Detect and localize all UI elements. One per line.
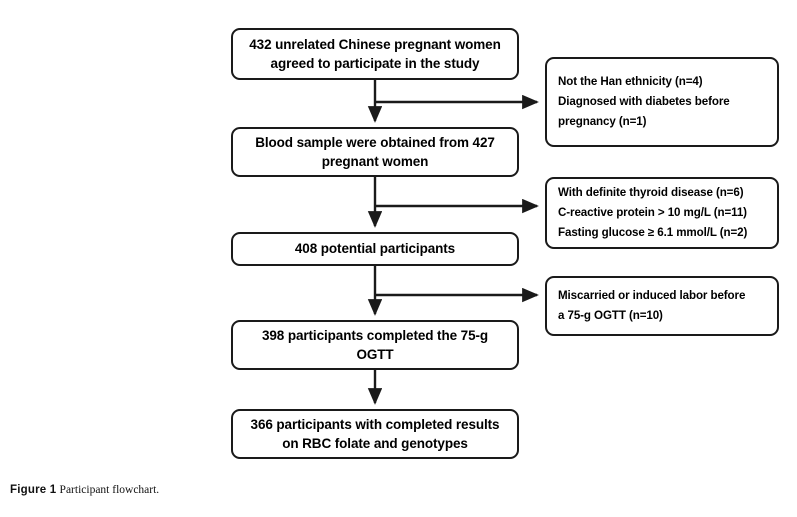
flow-node-completed-ogtt-line2: OGTT — [356, 347, 394, 362]
exclusion-node-thyroid-crp-glucose-line3: Fasting glucose ≥ 6.1 mmol/L (n=2) — [558, 225, 748, 239]
flow-node-potential-participants-line1: 408 potential participants — [294, 241, 456, 257]
exclusion-node-miscarried-line1: Miscarried or induced labor before — [558, 289, 746, 303]
connector-blood-to-potential — [367, 177, 539, 228]
flow-node-enrolled-line2: agreed to participate in the study — [270, 56, 480, 71]
figure-caption-label: Figure 1 — [10, 484, 57, 496]
flow-node-potential-participants: 408 potential participants — [231, 232, 519, 266]
exclusion-node-thyroid-crp-glucose: With definite thyroid disease (n=6) C-re… — [545, 177, 779, 249]
flow-node-final-results-line2: on RBC folate and genotypes — [282, 436, 468, 451]
flow-node-blood-sample: Blood sample were obtained from 427 preg… — [231, 127, 519, 177]
flow-node-enrolled: 432 unrelated Chinese pregnant women agr… — [231, 28, 519, 80]
exclusion-node-ethnicity-diabetes: Not the Han ethnicity (n=4) Diagnosed wi… — [545, 57, 779, 147]
flow-node-completed-ogtt-line1: 398 participants completed the 75-g — [261, 327, 489, 343]
figure-caption: Figure 1 Participant flowchart. — [10, 484, 159, 496]
connector-potential-to-ogtt — [367, 266, 539, 316]
connector-enrolled-to-blood — [367, 80, 539, 123]
flow-node-blood-sample-line2: pregnant women — [321, 154, 429, 169]
flow-node-blood-sample-line1: Blood sample were obtained from 427 — [255, 134, 495, 150]
flow-node-final-results: 366 participants with completed results … — [231, 409, 519, 459]
exclusion-node-ethnicity-diabetes-line3: pregnancy (n=1) — [558, 114, 647, 128]
exclusion-node-miscarried: Miscarried or induced labor before a 75-… — [545, 276, 779, 336]
exclusion-node-ethnicity-diabetes-line2: Diagnosed with diabetes before — [558, 95, 730, 109]
flow-node-enrolled-line1: 432 unrelated Chinese pregnant women — [249, 36, 501, 52]
exclusion-node-ethnicity-diabetes-line1: Not the Han ethnicity (n=4) — [558, 75, 703, 89]
figure-caption-text: Participant flowchart. — [59, 484, 160, 496]
flow-node-completed-ogtt: 398 participants completed the 75-g OGTT — [231, 320, 519, 370]
exclusion-node-thyroid-crp-glucose-line2: C-reactive protein > 10 mg/L (n=11) — [558, 206, 747, 220]
exclusion-node-miscarried-line2: a 75-g OGTT (n=10) — [558, 309, 663, 322]
flow-node-final-results-line1: 366 participants with completed results — [250, 416, 500, 432]
exclusion-node-thyroid-crp-glucose-line1: With definite thyroid disease (n=6) — [558, 186, 744, 200]
